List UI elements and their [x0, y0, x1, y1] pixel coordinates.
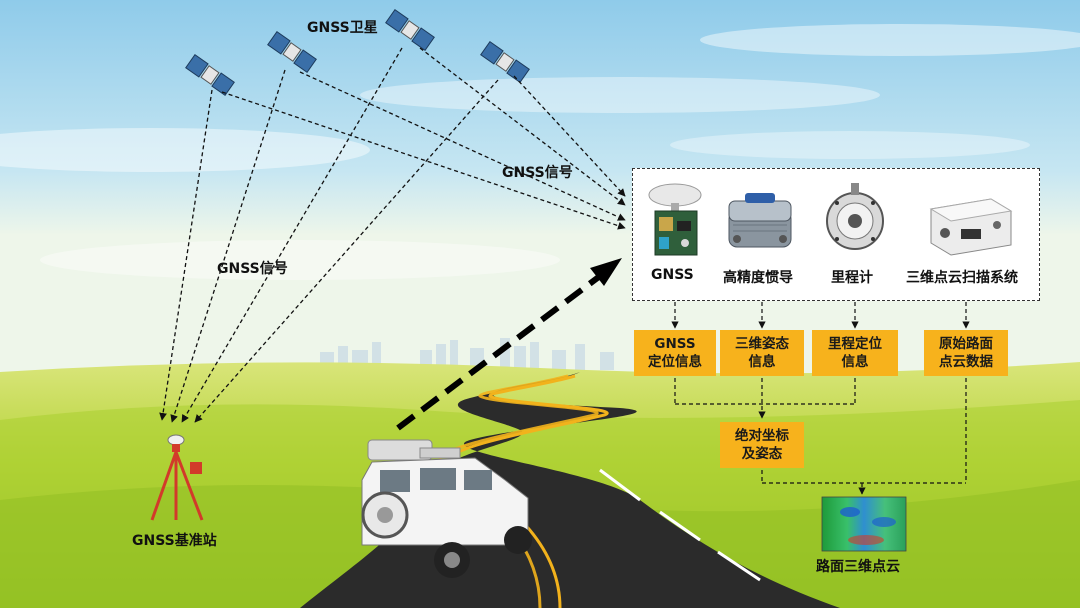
signal-lines-to-equipment: [221, 47, 626, 230]
car-to-equipment-arrowhead: [590, 258, 622, 286]
data-to-fusion-connectors: [674, 378, 856, 419]
base-station-label: GNSS基准站: [132, 533, 217, 549]
signal-label-right: GNSS信号: [502, 165, 573, 181]
gnss-receiver-image: [645, 181, 705, 261]
base-station-tripod: [150, 434, 204, 521]
fusion-box: 绝对坐标 及姿态: [720, 422, 804, 468]
device-label-gnss: GNSS: [651, 267, 694, 283]
satellite-4: [480, 40, 530, 84]
signal-lines-to-base: [159, 47, 499, 423]
survey-vehicle: [361, 439, 532, 578]
fusion-to-output-connectors: [761, 378, 967, 495]
satellite-1: [185, 53, 235, 97]
data-box-gnss-line1: GNSS: [654, 336, 696, 352]
data-box-odometry: 里程定位 信息: [812, 330, 898, 376]
car-to-equipment-arrow: [396, 267, 610, 431]
odometer-image: [823, 181, 887, 261]
data-box-attitude: 三维姿态 信息: [720, 330, 804, 376]
signal-label-left: GNSS信号: [217, 261, 288, 277]
device-label-odometer: 里程计: [831, 270, 873, 286]
data-box-attitude-line2: 信息: [748, 354, 776, 370]
fusion-box-line1: 绝对坐标: [735, 428, 789, 444]
device-label-scanner: 三维点云扫描系统: [906, 270, 1018, 286]
satellite-3: [385, 8, 435, 52]
point-cloud-image: [821, 496, 907, 552]
satellites-label: GNSS卫星: [307, 20, 378, 36]
data-box-raw-point-cloud: 原始路面 点云数据: [924, 330, 1008, 376]
data-box-raw-point-cloud-line1: 原始路面: [939, 336, 993, 352]
point-cloud-label: 路面三维点云: [816, 559, 900, 575]
data-box-attitude-line1: 三维姿态: [735, 336, 789, 352]
data-box-odometry-line1: 里程定位: [828, 336, 882, 352]
device-label-imu: 高精度惯导: [723, 270, 793, 286]
fusion-box-line2: 及姿态: [741, 446, 783, 462]
imu-image: [723, 181, 797, 261]
scanner-image: [921, 181, 1017, 261]
satellite-2: [267, 30, 317, 74]
data-box-gnss: GNSS 定位信息: [634, 330, 716, 376]
data-box-raw-point-cloud-line2: 点云数据: [939, 354, 993, 370]
equipment-to-data-connectors: [671, 302, 970, 329]
data-box-odometry-line2: 信息: [841, 354, 869, 370]
data-box-gnss-line2: 定位信息: [648, 354, 702, 370]
equipment-panel: GNSS 高精度惯导 里程计: [632, 168, 1040, 301]
